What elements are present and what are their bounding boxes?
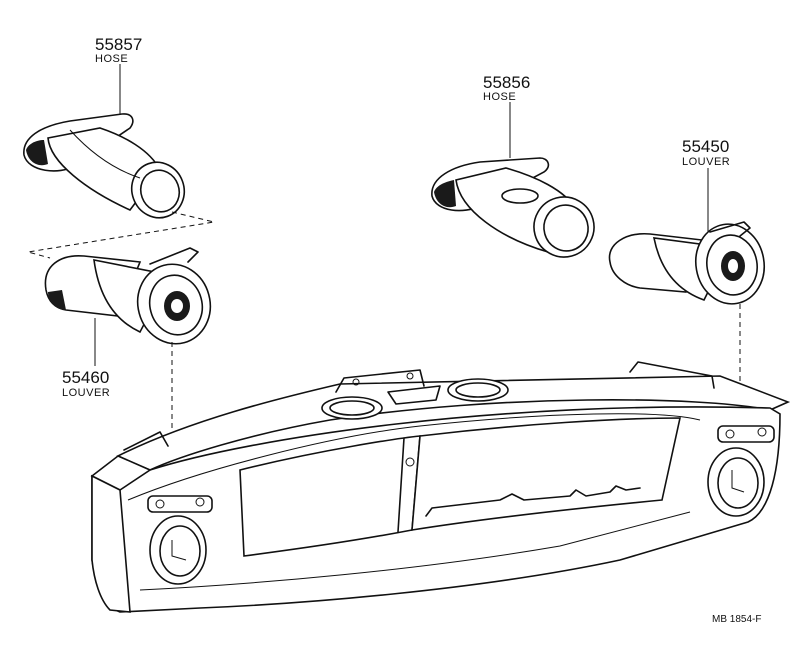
dashboard-panel-drawing xyxy=(90,361,791,613)
hose-right-number: 55856 xyxy=(483,73,530,92)
louver-left-drawing xyxy=(44,247,212,345)
louver-left-number: 55460 xyxy=(62,368,109,387)
louver-right-name: LOUVER xyxy=(682,156,730,168)
hose-left-drawing xyxy=(23,113,186,219)
louver-right-number: 55450 xyxy=(682,137,729,156)
connector-hose-left xyxy=(27,211,215,259)
louver-right-drawing xyxy=(608,221,765,305)
hose-left-number: 55857 xyxy=(95,35,142,54)
diagram-code: MB 1854-F xyxy=(712,614,761,625)
hose-right-drawing xyxy=(431,157,595,258)
hose-right-name: HOSE xyxy=(483,91,516,103)
louver-left-name: LOUVER xyxy=(62,387,110,399)
hose-left-name: HOSE xyxy=(95,53,128,65)
